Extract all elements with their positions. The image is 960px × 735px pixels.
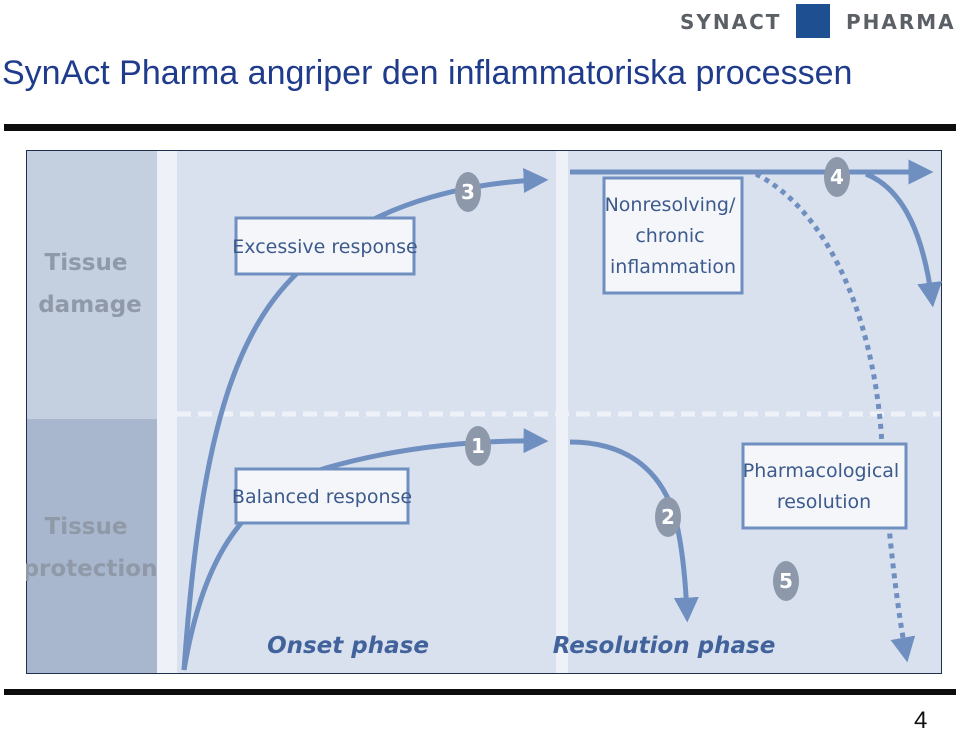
logo-text-synact: SYNACT — [680, 10, 782, 34]
svg-text:5: 5 — [779, 569, 793, 593]
balanced-response-label: Balanced response — [232, 486, 412, 508]
axis-gap — [157, 151, 177, 673]
pharmacological-resolution-label: Pharmacological resolution — [743, 460, 906, 513]
nonresolving-label: Nonresolving/ chronic inflammation — [605, 194, 742, 278]
pharmacological-resolution-path — [754, 171, 916, 663]
logo-square-icon — [796, 4, 830, 38]
logo-text-pharma: PHARMA — [846, 10, 956, 34]
top-divider — [4, 124, 956, 131]
page-number: 4 — [914, 707, 928, 734]
nonresolving-box — [602, 176, 744, 295]
marker-4: 4 — [824, 157, 850, 197]
worsening-curve — [865, 171, 942, 308]
synact-pharma-logo: SYNACT PHARMA — [676, 4, 956, 40]
marker-3: 3 — [455, 172, 481, 212]
tissue-protection-label: Tissue protection — [26, 514, 157, 582]
svg-text:2: 2 — [661, 505, 675, 529]
bottom-divider — [4, 689, 956, 695]
resolution-phase-label: Resolution phase — [553, 633, 776, 659]
excessive-response-box — [234, 216, 416, 276]
tissue-protection-band — [27, 419, 157, 673]
pharmacological-resolution-box — [741, 442, 908, 530]
svg-text:1: 1 — [471, 434, 485, 458]
page-title: SynAct Pharma angriper den inflammatoris… — [2, 54, 853, 92]
svg-text:3: 3 — [461, 180, 475, 204]
svg-text:4: 4 — [830, 165, 844, 189]
tissue-damage-label: Tissue damage — [38, 250, 142, 318]
balanced-response-box — [234, 467, 410, 525]
tissue-damage-band — [27, 151, 157, 419]
marker-5: 5 — [773, 561, 799, 601]
inflammation-diagram: Tissue damage Tissue protection Excessiv… — [26, 150, 942, 674]
onset-phase-label: Onset phase — [267, 633, 429, 659]
marker-1: 1 — [465, 426, 491, 466]
marker-2: 2 — [655, 497, 681, 537]
excessive-response-label: Excessive response — [232, 236, 417, 258]
